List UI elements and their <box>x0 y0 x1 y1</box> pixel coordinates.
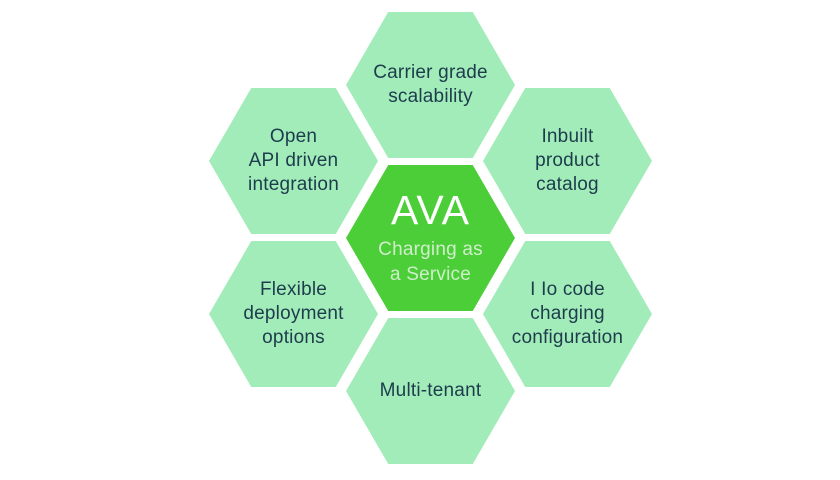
hexagon-label: Multi-tenant <box>379 380 482 402</box>
center-subtitle: Charging as a Service <box>378 239 483 285</box>
hexagon-no-code-charging-configuration: I Io code charging configuration <box>483 241 652 387</box>
hexagon-flexible-deployment-options: Flexible deployment options <box>209 241 378 387</box>
hexagon-label: Open API driven integration <box>248 126 339 195</box>
hexagon-label: Flexible deployment options <box>243 279 344 348</box>
hexagon-label: I Io code charging configuration <box>511 279 624 348</box>
center-title: AVA <box>391 187 470 234</box>
hexagon-label: Carrier grade scalability <box>373 62 488 107</box>
hexagon-label: Inbuilt product catalog <box>535 126 600 195</box>
hexagon-carrier-grade-scalability: Carrier grade scalability <box>346 12 515 158</box>
hexagon-inbuilt-product-catalog: Inbuilt product catalog <box>483 88 652 234</box>
hexagon-multi-tenant: Multi-tenant <box>346 318 515 464</box>
hexagon-open-api-driven-integration: Open API driven integration <box>209 88 378 234</box>
hexagon-ava-center: AVA Charging as a Service <box>346 165 515 311</box>
